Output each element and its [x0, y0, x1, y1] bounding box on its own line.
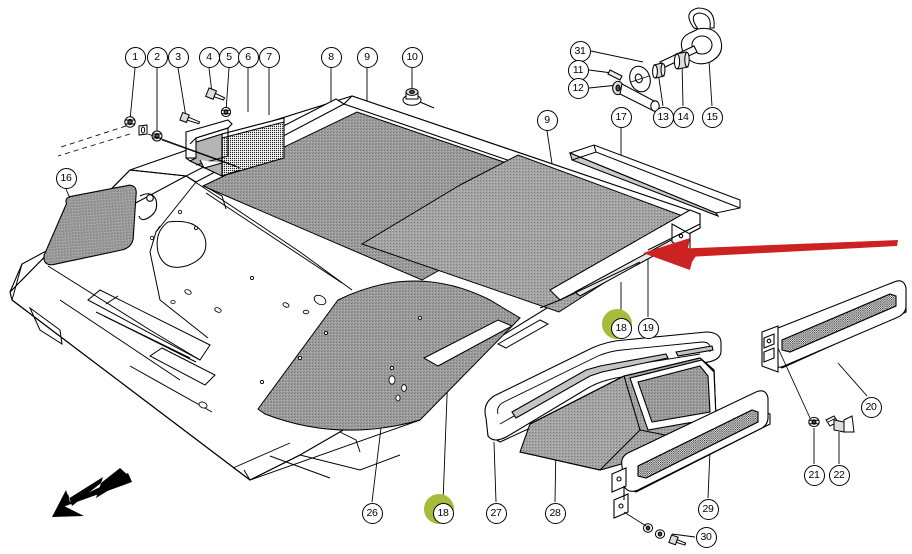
callout-balloon-6[interactable]: 6: [237, 46, 259, 68]
callout-balloon-29[interactable]: 29: [697, 498, 719, 520]
callout-leader-30: [671, 533, 696, 538]
callout-leader-29: [707, 449, 711, 499]
callout-balloon-18b[interactable]: 18: [432, 502, 454, 524]
callout-balloon-9b[interactable]: 9: [536, 109, 558, 131]
callout-leader-27: [493, 441, 497, 503]
red-annotation-arrow: [643, 238, 898, 270]
callout-balloon-30[interactable]: 30: [695, 526, 717, 548]
callout-balloon-21[interactable]: 21: [803, 464, 825, 486]
callout-leader-31: [590, 50, 644, 63]
callout-balloon-20[interactable]: 20: [860, 396, 882, 418]
direction-arrow: [52, 468, 132, 517]
callout-balloon-2[interactable]: 2: [146, 46, 168, 68]
callout-balloon-9a[interactable]: 9: [356, 46, 378, 68]
callout-balloon-3[interactable]: 3: [167, 46, 189, 68]
callout-balloon-1[interactable]: 1: [124, 46, 146, 68]
callout-leader-5: [225, 67, 230, 112]
callout-balloon-22[interactable]: 22: [828, 464, 850, 486]
callout-balloon-13[interactable]: 13: [652, 106, 674, 128]
callout-balloon-18a[interactable]: 18: [610, 317, 632, 339]
callout-balloon-7[interactable]: 7: [258, 46, 280, 68]
callout-balloon-8[interactable]: 8: [320, 46, 342, 68]
callout-balloon-10[interactable]: 10: [401, 46, 423, 68]
callout-balloon-26[interactable]: 26: [361, 502, 383, 524]
callout-balloon-14[interactable]: 14: [672, 106, 694, 128]
callout-leader-14: [681, 61, 684, 107]
callout-balloon-28[interactable]: 28: [544, 502, 566, 524]
callout-leader-20: [837, 362, 868, 397]
callout-leader-3: [177, 67, 187, 118]
callout-leader-1: [129, 67, 136, 121]
callout-balloon-17[interactable]: 17: [610, 106, 632, 128]
callout-balloon-15[interactable]: 15: [701, 106, 723, 128]
callout-balloon-5[interactable]: 5: [218, 46, 240, 68]
callout-balloon-16[interactable]: 16: [55, 167, 77, 189]
callout-balloon-31[interactable]: 31: [569, 40, 591, 62]
callout-balloon-27[interactable]: 27: [485, 502, 507, 524]
callout-balloon-19[interactable]: 19: [637, 317, 659, 339]
callout-balloon-4[interactable]: 4: [198, 46, 220, 68]
callout-balloon-12[interactable]: 12: [567, 77, 589, 99]
